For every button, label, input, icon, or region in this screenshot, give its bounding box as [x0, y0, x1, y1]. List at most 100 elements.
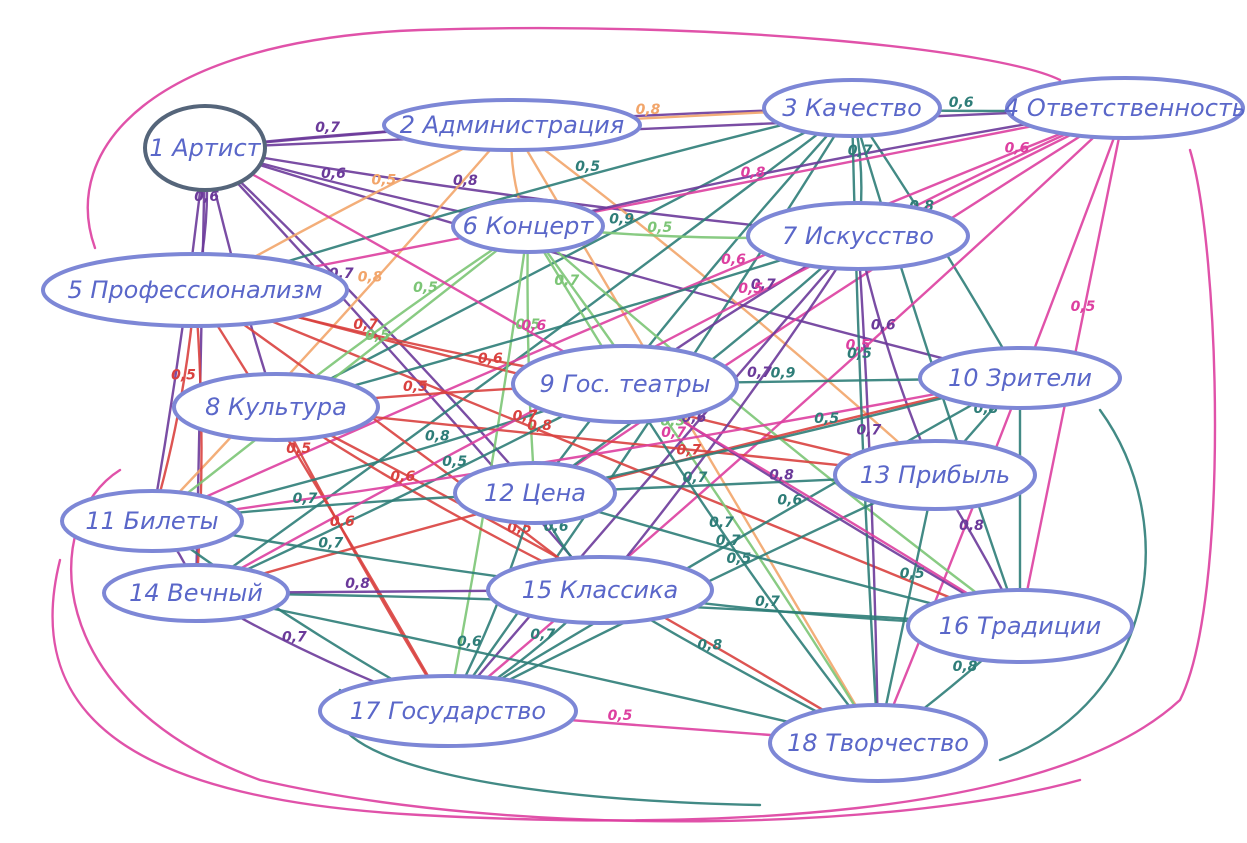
edge-weight-14-17: 0,7 — [282, 629, 307, 645]
edge-weight-13-18: 0,5 — [900, 566, 925, 582]
node-2[interactable]: 2 Администрация — [382, 98, 642, 152]
edge-6-11 — [150, 224, 530, 523]
edge-weight-3-4: 0,6 — [949, 95, 974, 111]
node-3-shape — [762, 78, 942, 138]
node-13[interactable]: 13 Прибыль — [833, 439, 1037, 511]
node-18[interactable]: 18 Творчество — [768, 703, 988, 783]
outer-loop-5 — [998, 408, 1147, 762]
edge-weight-8-17: 0,6 — [330, 514, 355, 530]
node-1[interactable]: 1 Артист — [143, 104, 267, 192]
node-4[interactable]: 4 Ответственность — [1004, 76, 1246, 140]
node-15-label: 15 Классика — [522, 576, 678, 604]
node-17-label: 17 Государство — [350, 697, 546, 725]
node-17[interactable]: 17 Государство — [318, 674, 578, 748]
node-8[interactable]: 8 Культура — [172, 372, 380, 442]
edge-4-11 — [150, 106, 1127, 523]
outer-loop-3 — [70, 468, 1082, 823]
edge-weight-14-18: 0,6 — [457, 634, 482, 650]
edge-1-11 — [150, 146, 207, 523]
node-12[interactable]: 12 Цена — [453, 461, 617, 525]
edge-7-8 — [274, 234, 860, 409]
edge-weight-4-17: 0,5 — [846, 338, 871, 354]
node-11-shape — [60, 489, 244, 553]
node-2-label: 2 Администрация — [400, 111, 624, 139]
node-10[interactable]: 10 Зрители — [918, 346, 1122, 410]
node-8-label: 8 Культура — [205, 393, 347, 421]
edge-weight-7-15: 0,7 — [747, 365, 772, 381]
edge-weight-4-5: 0,8 — [741, 165, 766, 181]
node-15-shape — [486, 555, 714, 625]
edge-weight-9-10: 0,9 — [771, 366, 796, 382]
edge-6-18 — [526, 224, 880, 745]
node-9-shape — [511, 344, 739, 424]
node-1-shape — [143, 104, 267, 192]
node-2-shape — [382, 98, 642, 152]
node-18-label: 18 Творчество — [787, 729, 969, 757]
node-7-shape — [746, 201, 970, 271]
edge-weight-6-12: 0,5 — [515, 317, 540, 333]
node-3-label: 3 Качество — [782, 94, 922, 122]
node-7[interactable]: 7 Искусство — [746, 201, 970, 271]
edge-weight-6-7: 0,5 — [647, 220, 672, 236]
edge-weight-3-7: 0,7 — [848, 143, 873, 159]
node-9[interactable]: 9 Гос. театры — [511, 344, 739, 424]
edge-weight-1-5: 0,6 — [194, 189, 219, 205]
edge-weight-11-15: 0,7 — [318, 535, 343, 551]
edge-weight-2-3: 0,8 — [636, 102, 661, 118]
edge-weight-12-13: 0,7 — [683, 470, 708, 486]
edge-weight-7-13: 0,6 — [871, 317, 896, 333]
edge-4-5 — [193, 106, 1127, 292]
edge-weight-5-17: 0,5 — [286, 441, 311, 457]
edge-weight-7-18: 0,7 — [856, 423, 881, 439]
node-16-shape — [906, 588, 1134, 664]
edge-weight-17-18: 0,5 — [608, 708, 633, 724]
edge-7-15 — [598, 234, 860, 592]
edge-weight-13-17: 0,5 — [726, 551, 751, 567]
node-14[interactable]: 14 Вечный — [102, 563, 290, 623]
node-10-shape — [918, 346, 1122, 410]
node-16-label: 16 Традиции — [939, 612, 1102, 640]
node-5-shape — [41, 252, 349, 328]
node-1-label: 1 Артист — [149, 134, 261, 162]
node-12-shape — [453, 461, 617, 525]
edge-weight-5-13: 0,6 — [478, 351, 503, 367]
node-3[interactable]: 3 Качество — [762, 78, 942, 138]
edge-weight-11-12: 0,7 — [293, 491, 318, 507]
edge-weight-10-14: 0,7 — [676, 442, 701, 458]
node-14-label: 14 Вечный — [129, 579, 263, 607]
edge-weight-2-11: 0,8 — [358, 269, 383, 285]
edge-weight-5-16: 0,7 — [513, 408, 538, 424]
edge-weight-6-9: 0,7 — [554, 273, 579, 289]
node-4-shape — [1005, 76, 1245, 140]
edge-weight-6-11: 0,5 — [365, 328, 390, 344]
edge-weight-1-16: 0,6 — [521, 318, 546, 334]
edge-5-15 — [193, 288, 602, 592]
edge-1-10 — [203, 146, 1022, 380]
node-18-shape — [768, 703, 988, 783]
node-5[interactable]: 5 Профессионализм — [41, 252, 349, 328]
edge-weight-3-5: 0,5 — [575, 159, 600, 175]
edge-weight-9-11: 0,8 — [425, 428, 450, 444]
edge-weight-3-18: 0,5 — [847, 346, 872, 362]
edge-weight-5-9: 0,7 — [353, 317, 378, 333]
node-7-label: 7 Искусство — [782, 222, 934, 250]
edge-weight-15-17: 0,7 — [530, 627, 555, 643]
edge-5-16 — [193, 288, 1022, 628]
node-14-shape — [102, 563, 290, 623]
edge-weight-8-13: 0,8 — [527, 418, 552, 434]
outer-loop-2 — [51, 148, 1217, 822]
outer-loop-1 — [86, 26, 1062, 250]
node-12-label: 12 Цена — [484, 479, 586, 507]
edge-weight-10-11: 0,7 — [661, 425, 686, 441]
node-15[interactable]: 15 Классика — [486, 555, 714, 625]
edge-weight-9-18: 0,7 — [709, 515, 734, 531]
edge-weight-1-6: 0,6 — [321, 166, 346, 182]
node-16[interactable]: 16 Традиции — [906, 588, 1134, 664]
edge-6-12 — [526, 224, 537, 495]
edge-weight-14-15: 0,8 — [345, 576, 370, 592]
node-6[interactable]: 6 Концерт — [451, 198, 605, 254]
edge-1-12 — [203, 146, 537, 495]
node-11[interactable]: 11 Билеты — [60, 489, 244, 553]
edge-1-4 — [203, 106, 1127, 150]
